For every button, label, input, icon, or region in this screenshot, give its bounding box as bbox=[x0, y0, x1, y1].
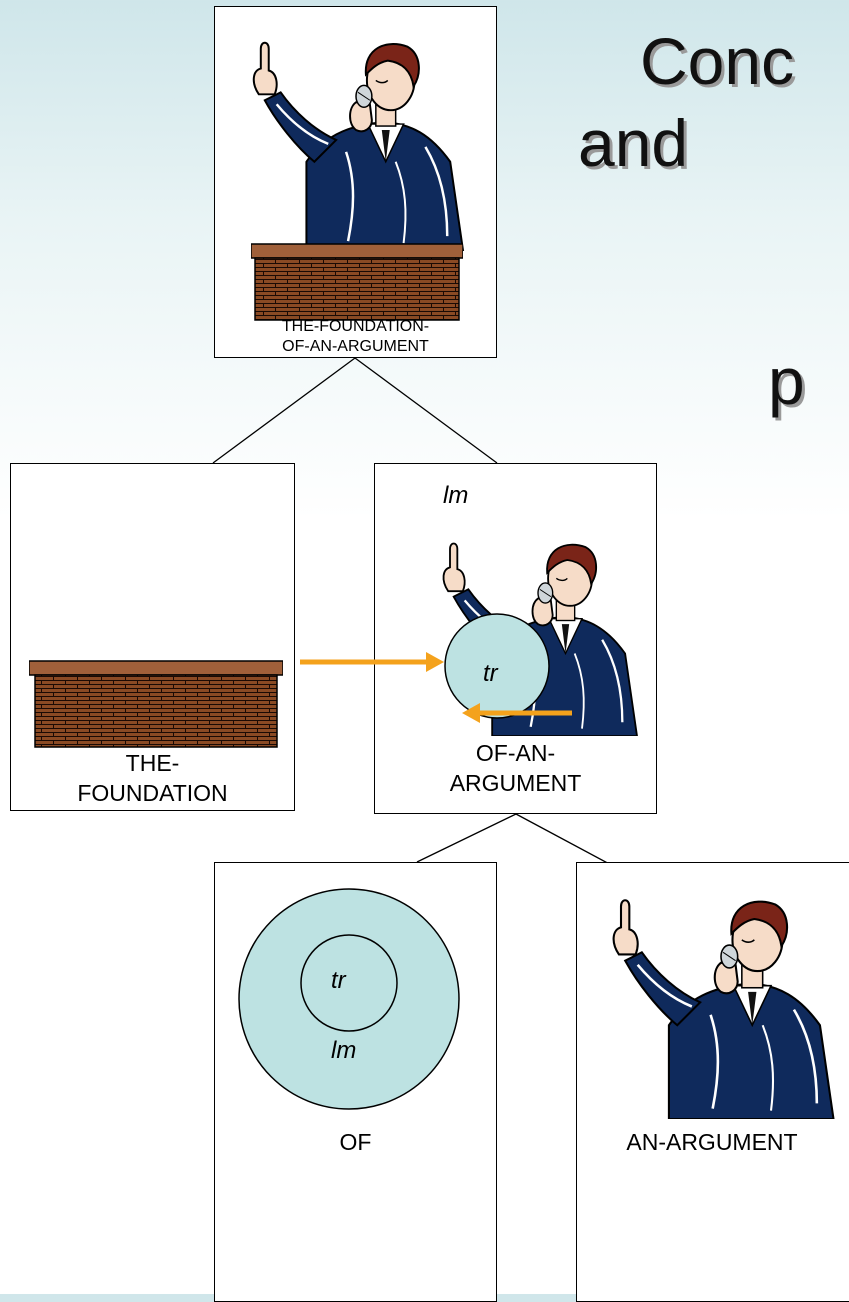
connector-top-right bbox=[354, 357, 498, 464]
landmark-label: lm bbox=[443, 482, 469, 509]
speaker-icon bbox=[252, 41, 465, 251]
slide-title-line-2: and bbox=[578, 106, 689, 180]
node-label: OF bbox=[339, 1129, 372, 1155]
node-label-line-2: OF-AN-ARGUMENT bbox=[282, 338, 429, 355]
trajector-label: tr bbox=[483, 660, 498, 687]
trajector-circle bbox=[300, 934, 398, 1032]
slide-title-line-1: Conc bbox=[640, 24, 795, 98]
node-label-line-2: ARGUMENT bbox=[449, 770, 582, 796]
node-label: AN-ARGUMENT bbox=[626, 1129, 798, 1155]
node-label-line-1: OF-AN- bbox=[475, 740, 556, 766]
speaker-icon bbox=[612, 898, 835, 1119]
trajector-circle bbox=[444, 613, 550, 719]
node-an-argument: AN-ARGUMENT bbox=[576, 862, 849, 1302]
landmark-label: lm bbox=[331, 1037, 357, 1064]
node-the-foundation: THE- FOUNDATION bbox=[10, 463, 295, 811]
node-label-line-1: THE- bbox=[125, 750, 180, 776]
landmark-circle bbox=[238, 888, 460, 1110]
node-the-foundation-of-an-argument: THE-FOUNDATION- OF-AN-ARGUMENT bbox=[214, 6, 497, 358]
node-label-line-1: THE-FOUNDATION- bbox=[281, 318, 430, 335]
podium-icon bbox=[29, 660, 283, 748]
podium-icon bbox=[251, 243, 463, 321]
trajector-label: tr bbox=[331, 967, 346, 994]
connector-top-left bbox=[212, 357, 356, 464]
node-of-an-argument: lm tr OF-AN- ARGUMENT bbox=[374, 463, 657, 814]
node-label-line-2: FOUNDATION bbox=[77, 780, 228, 806]
connector-mid-left bbox=[416, 813, 517, 863]
node-of: tr lm OF bbox=[214, 862, 497, 1302]
slide-title-line-3: p bbox=[768, 344, 805, 418]
